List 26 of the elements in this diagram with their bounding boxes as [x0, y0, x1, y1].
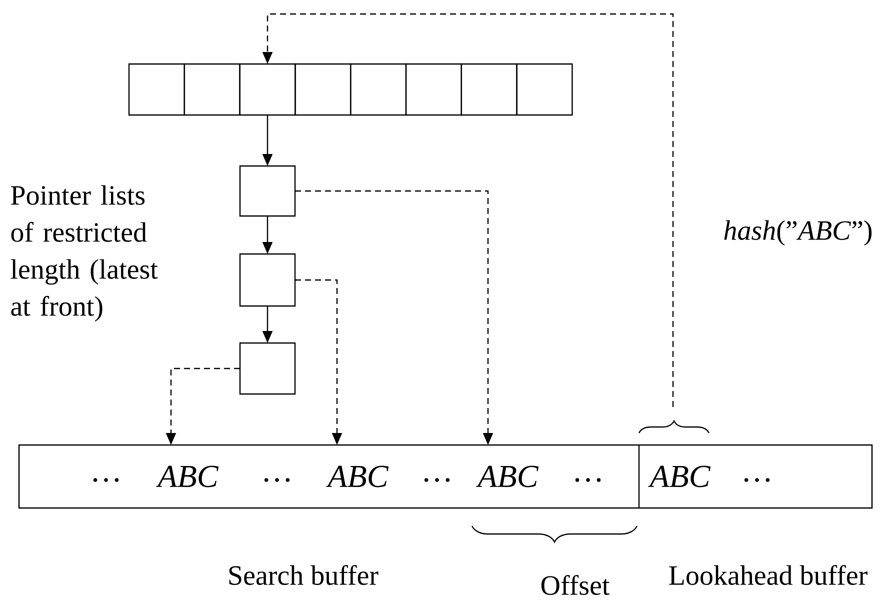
- hash-cell: [294, 63, 352, 116]
- ellipsis: …: [424, 478, 450, 482]
- hash-cell: [460, 63, 518, 116]
- ellipsis: …: [744, 478, 770, 482]
- buffer-text: ABC: [476, 466, 539, 488]
- ellipsis: …: [264, 478, 290, 482]
- pointer-box: [239, 342, 296, 395]
- hash-cell: [239, 63, 296, 116]
- pointer-box: [239, 165, 296, 217]
- side-label: Pointer lists of restricted length (latest at front): [10, 185, 158, 322]
- buffer-label: Offset: [541, 575, 610, 595]
- hash-cell: [128, 63, 185, 116]
- buffer-text: ABC: [326, 466, 389, 488]
- hash-cell: [184, 63, 240, 116]
- ellipsis: …: [93, 478, 119, 482]
- buffer-label: Lookahead buffer: [669, 565, 868, 585]
- buffer-bar: [18, 444, 873, 509]
- buffer-text: ABC: [156, 466, 219, 488]
- hash-label: hash(”ABC”): [724, 220, 872, 246]
- hash-cell: [350, 63, 407, 116]
- hash-cell: [516, 63, 573, 116]
- pointer-box: [239, 253, 296, 307]
- buffer-text: ABC: [648, 466, 711, 488]
- ellipsis: …: [575, 478, 601, 482]
- hash-cell: [405, 63, 462, 116]
- buffer-label: Search buffer: [229, 565, 378, 585]
